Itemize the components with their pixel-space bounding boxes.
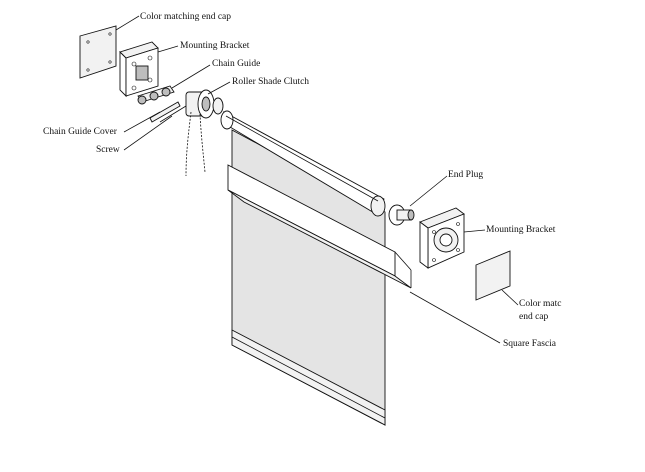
- part-labels: Color matching end cap Mounting Bracket …: [43, 12, 561, 349]
- chain-guide: [137, 85, 175, 105]
- roller-shade-clutch: [185, 89, 224, 119]
- right-mounting-bracket: [419, 207, 465, 269]
- chain-guide-cover: [149, 101, 181, 123]
- label-chain-guide-cover: Chain Guide Cover: [43, 127, 118, 137]
- roller-tube: [220, 110, 386, 217]
- label-screw: Screw: [96, 145, 120, 155]
- label-end-plug: End Plug: [448, 170, 483, 180]
- leader-lines: [115, 15, 519, 344]
- label-chain-guide: Chain Guide: [212, 59, 260, 69]
- label-color-matching-end-cap: Color matching end cap: [140, 12, 231, 22]
- left-end-cap: [79, 25, 117, 79]
- label-square-fascia: Square Fascia: [503, 339, 557, 349]
- label-roller-shade-clutch: Roller Shade Clutch: [232, 77, 309, 87]
- beaded-chain: [185, 111, 206, 177]
- label-mounting-bracket-right: Mounting Bracket: [486, 225, 556, 235]
- label-color-matc: Color matc: [519, 299, 561, 309]
- end-plug: [388, 204, 415, 226]
- label-end-cap: end cap: [519, 312, 549, 322]
- label-mounting-bracket-left: Mounting Bracket: [180, 41, 250, 51]
- square-fascia: [227, 164, 412, 289]
- left-mounting-bracket: [119, 41, 159, 98]
- right-end-cap: [475, 250, 511, 301]
- screw: [159, 105, 187, 123]
